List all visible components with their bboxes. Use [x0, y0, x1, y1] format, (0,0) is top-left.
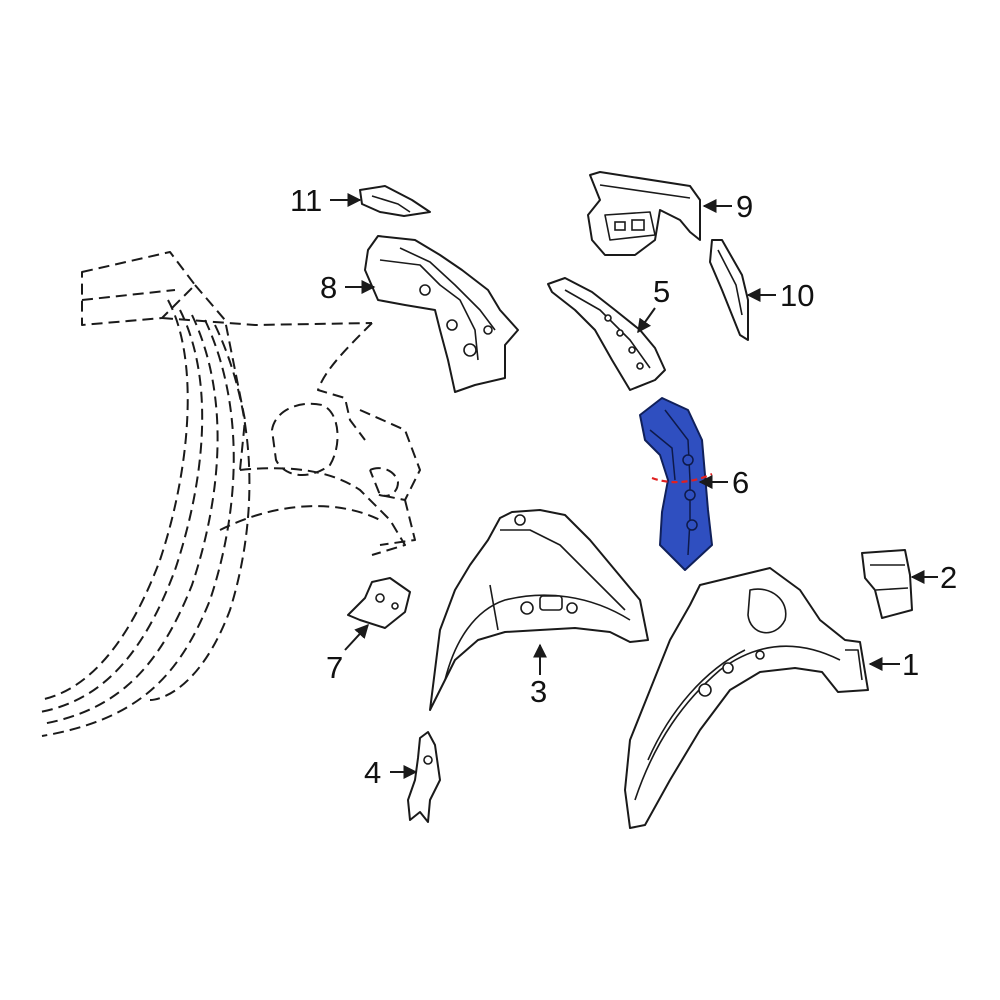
callout-4: 4: [364, 755, 381, 790]
quarter-panel-outline: [39, 251, 421, 737]
callout-1: 1: [902, 647, 919, 682]
callout-labels: 1 2 3 4 5 6 7 8 9 10 11: [290, 183, 957, 790]
part-3[interactable]: [429, 509, 649, 711]
part-2[interactable]: [861, 549, 913, 619]
part-1[interactable]: [624, 567, 869, 829]
callout-6: 6: [732, 465, 749, 500]
part-7[interactable]: [347, 577, 411, 629]
part-10[interactable]: [709, 239, 749, 341]
callout-7: 7: [326, 650, 343, 685]
part-4[interactable]: [407, 731, 441, 823]
callout-9: 9: [736, 189, 753, 224]
callout-11: 11: [290, 183, 322, 218]
part-6-highlighted[interactable]: [639, 397, 713, 571]
leader-7: [344, 623, 369, 651]
callout-8: 8: [320, 270, 337, 305]
part-8[interactable]: [364, 235, 519, 393]
callout-5: 5: [653, 274, 670, 309]
part-9[interactable]: [587, 171, 701, 256]
callout-2: 2: [940, 560, 957, 595]
callout-3: 3: [530, 674, 547, 709]
leader-5: [637, 307, 656, 334]
leader-lines: [330, 193, 938, 779]
part-5[interactable]: [547, 277, 666, 391]
part-11[interactable]: [359, 185, 431, 217]
callout-10: 10: [780, 278, 814, 313]
